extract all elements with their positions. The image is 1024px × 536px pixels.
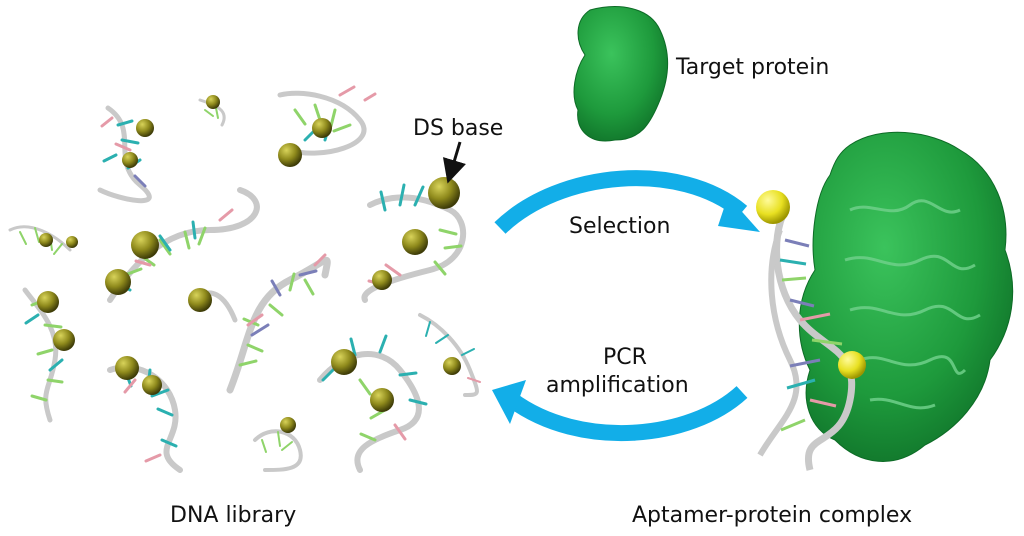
dna-strand bbox=[8, 225, 78, 255]
dna-strand bbox=[418, 313, 481, 397]
dna-library-group bbox=[8, 85, 481, 473]
complex-protein-shape bbox=[798, 131, 1014, 462]
dna-strand bbox=[97, 105, 154, 204]
aptamer-protein-complex-label: Aptamer-protein complex bbox=[632, 503, 913, 528]
arrow-down-icon bbox=[442, 141, 466, 184]
ds-base-ball bbox=[428, 177, 460, 209]
dna-strand bbox=[198, 95, 226, 127]
dna-library-label: DNA library bbox=[170, 503, 297, 528]
amplification-label: amplification bbox=[546, 373, 689, 398]
curved-arrow-right-icon bbox=[494, 170, 760, 234]
dna-strand bbox=[361, 177, 466, 303]
selection-label: Selection bbox=[569, 214, 671, 239]
target-protein-label: Target protein bbox=[676, 55, 830, 80]
dna-strand bbox=[188, 253, 331, 394]
dna-strand bbox=[277, 85, 377, 167]
dna-strand bbox=[253, 417, 303, 472]
dna-strand bbox=[107, 356, 183, 473]
target-protein-shape bbox=[573, 6, 669, 142]
aptamer-protein-complex-group bbox=[756, 131, 1014, 471]
curved-arrow-left-icon bbox=[492, 380, 748, 442]
dna-strand bbox=[22, 287, 75, 423]
dna-strand bbox=[105, 187, 260, 303]
ds-base-label: DS base bbox=[413, 116, 504, 141]
dna-strand bbox=[317, 334, 428, 473]
pcr-label: PCR bbox=[603, 345, 647, 370]
